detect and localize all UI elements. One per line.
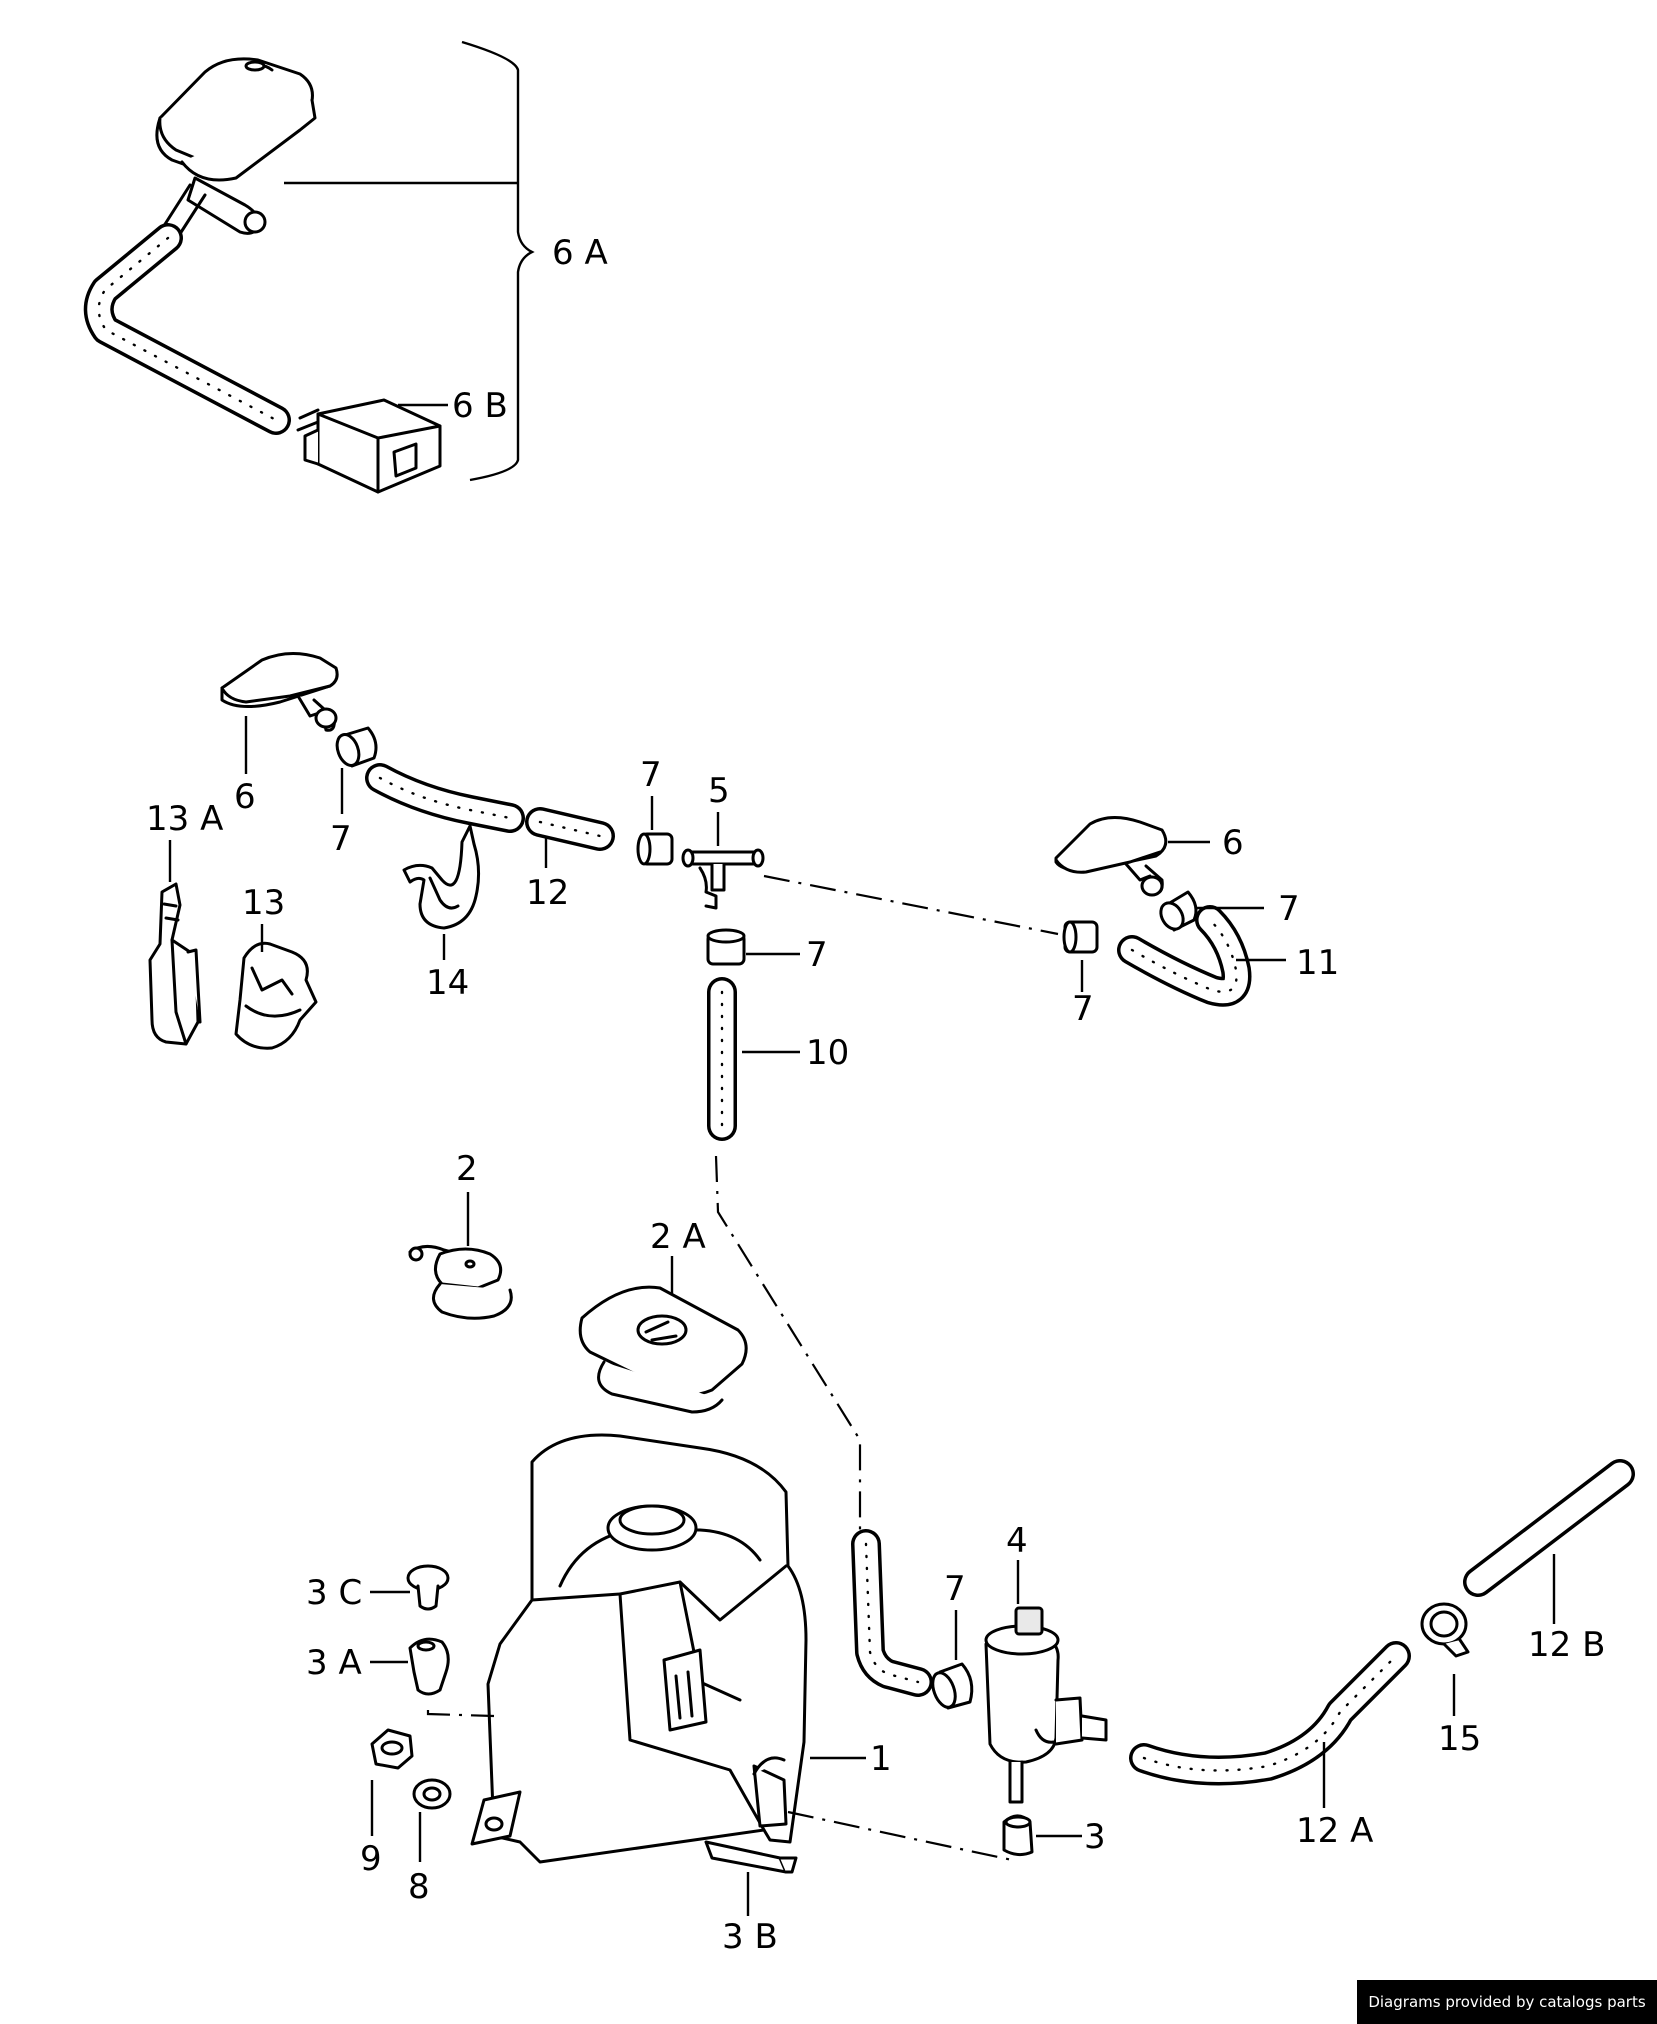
- callout-7-a: 7: [330, 819, 352, 859]
- connector-line-tank-to-3: [787, 1810, 1013, 1862]
- callout-1: 1: [870, 1739, 892, 1779]
- connector-line-10-to-pump: [714, 1155, 862, 1530]
- callout-9: 9: [360, 1839, 382, 1879]
- bracket-6a-6b: [461, 40, 535, 482]
- callout-5: 5: [708, 771, 730, 811]
- callout-7-b: 7: [640, 755, 662, 795]
- callout-6-right: 6: [1222, 823, 1244, 863]
- callout-12b: 12 B: [1528, 1625, 1605, 1665]
- clamp-15: [1420, 1602, 1470, 1658]
- strip-3b: [704, 1840, 798, 1874]
- clip-14: [402, 824, 481, 930]
- callout-10: 10: [806, 1033, 849, 1073]
- callout-12a: 12 A: [1296, 1811, 1373, 1851]
- connector-line-t-to-right: [763, 874, 1059, 936]
- holder-2a: [578, 1285, 748, 1414]
- grommet-3: [1002, 1814, 1034, 1857]
- hose-12: [525, 807, 615, 851]
- sleeve-7-d: [1159, 890, 1198, 932]
- callout-13: 13: [242, 883, 285, 923]
- clip-13a: [148, 882, 202, 1046]
- sleeve-7-c: [706, 928, 746, 966]
- callout-3b: 3 B: [722, 1917, 778, 1957]
- reservoir-1: [470, 1433, 808, 1864]
- sleeve-7-f: [931, 1662, 974, 1710]
- callout-7-d: 7: [1278, 889, 1300, 929]
- nozzle-assembly-6a: [155, 57, 317, 242]
- pump-4: [984, 1606, 1108, 1804]
- connector-6b: [296, 398, 442, 494]
- callout-3c: 3 C: [306, 1573, 362, 1613]
- hose-11: [1117, 905, 1252, 1007]
- credit-footer: Diagrams provided by catalogs parts: [1357, 1980, 1657, 2024]
- connector-line-3a-to-tank: [426, 1710, 495, 1718]
- sleeve-7-a: [335, 726, 378, 768]
- callout-6b: 6 B: [452, 386, 508, 426]
- callout-2: 2: [456, 1149, 478, 1189]
- hose-6a-wire: [83, 223, 291, 435]
- hose-12a: [1129, 1641, 1411, 1786]
- sleeve-7-b: [636, 832, 674, 866]
- callout-12: 12: [526, 873, 569, 913]
- hose-upper-left: [365, 763, 525, 833]
- sleeve-7-e: [1062, 920, 1099, 954]
- callout-2a: 2 A: [650, 1217, 706, 1257]
- pipe-12b: [1463, 1459, 1635, 1597]
- callout-6-left: 6: [234, 777, 256, 817]
- holder-2: [408, 1245, 513, 1320]
- t-piece-5: [681, 848, 765, 910]
- callout-7-c: 7: [806, 935, 828, 975]
- callout-14: 14: [426, 963, 469, 1003]
- callout-7-e: 7: [1072, 989, 1094, 1029]
- grommet-3c: [406, 1564, 450, 1611]
- callout-8: 8: [408, 1867, 430, 1907]
- washer-8: [412, 1778, 452, 1810]
- clip-13: [234, 941, 318, 1050]
- callout-15: 15: [1438, 1719, 1481, 1759]
- nut-9: [370, 1728, 414, 1770]
- callout-6a: 6 A: [552, 233, 608, 273]
- callout-13a: 13 A: [146, 799, 223, 839]
- callout-7-f: 7: [944, 1569, 966, 1609]
- callout-3: 3: [1084, 1817, 1106, 1857]
- hose-pump-inlet: [851, 1529, 933, 1697]
- callout-3a: 3 A: [306, 1643, 362, 1683]
- callout-4: 4: [1006, 1521, 1028, 1561]
- grommet-3a: [408, 1637, 450, 1696]
- callout-11: 11: [1296, 943, 1339, 983]
- nozzle-6-left: [220, 652, 339, 732]
- nozzle-6-right: [1054, 816, 1168, 897]
